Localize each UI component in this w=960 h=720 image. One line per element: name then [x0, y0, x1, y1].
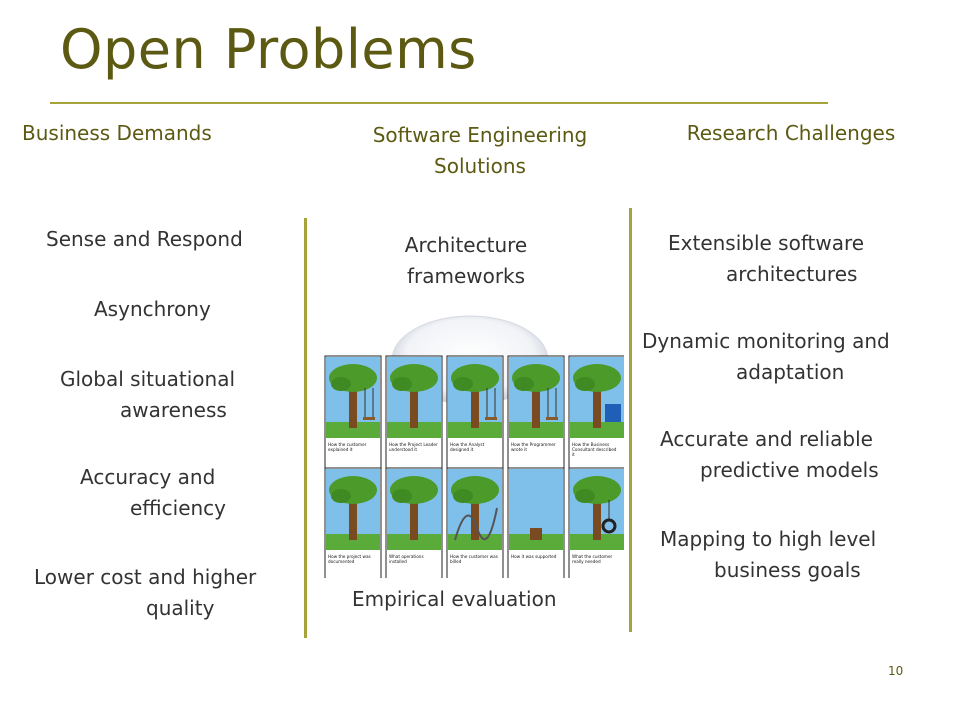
research-challenges-heading: Research Challenges: [668, 118, 914, 149]
research-item-text: Mapping to high level: [660, 527, 877, 551]
slide-title: Open Problems: [60, 18, 477, 81]
software-item-empirical-evaluation: Empirical evaluation: [352, 584, 557, 615]
software-item-architecture-frameworks: Architecture frameworks: [340, 230, 592, 292]
cartoon-caption: How it was supported: [511, 554, 557, 559]
title-underline: [50, 102, 828, 104]
business-item-asynchrony: Asynchrony: [94, 294, 211, 325]
software-engineering-heading-line2: Solutions: [434, 154, 526, 178]
research-item-dynamic-monitoring: Dynamic monitoring and adaptation: [642, 326, 890, 388]
business-item-text: Global situational: [60, 367, 236, 391]
research-item-predictive-models: Accurate and reliable predictive models: [660, 424, 879, 486]
research-item-text-cont: business goals: [714, 558, 861, 582]
research-item-text: Accurate and reliable: [660, 427, 873, 451]
business-item-text: Asynchrony: [94, 297, 211, 321]
software-item-text: Empirical evaluation: [352, 587, 557, 611]
research-challenges-heading-text: Research Challenges: [686, 121, 896, 145]
cartoon-panel: How it was supported: [507, 467, 565, 578]
business-item-lower-cost: Lower cost and higher quality: [34, 562, 256, 624]
research-item-text: Extensible software: [668, 231, 865, 255]
right-column-divider: [629, 208, 632, 632]
research-item-extensible-architectures: Extensible software architectures: [668, 228, 864, 290]
business-item-text-cont: awareness: [120, 398, 227, 422]
business-item-text-cont: efficiency: [130, 496, 227, 520]
page-number: 10: [888, 664, 904, 678]
research-item-text-cont: architectures: [726, 262, 858, 286]
research-item-text-cont: adaptation: [736, 360, 845, 384]
business-item-text: Sense and Respond: [46, 227, 243, 251]
business-item-text: Accuracy and: [80, 465, 216, 489]
research-item-business-goals: Mapping to high level business goals: [660, 524, 876, 586]
business-item-accuracy-efficiency: Accuracy and efficiency: [80, 462, 226, 524]
software-item-text-cont: frameworks: [406, 264, 526, 288]
research-item-text: Dynamic monitoring and: [642, 329, 890, 353]
left-column-divider: [304, 218, 307, 638]
business-demands-heading-text: Business Demands: [22, 121, 212, 145]
software-item-text: Architecture: [404, 233, 528, 257]
research-item-text-cont: predictive models: [700, 458, 879, 482]
business-item-global-awareness: Global situational awareness: [60, 364, 235, 426]
business-item-text: Lower cost and higher: [34, 565, 257, 589]
software-engineering-heading-line1: Software Engineering: [372, 123, 588, 147]
software-engineering-heading: Software Engineering Solutions: [340, 120, 620, 182]
business-item-sense-respond: Sense and Respond: [46, 224, 243, 255]
business-item-text-cont: quality: [146, 596, 215, 620]
business-demands-heading: Business Demands: [22, 118, 244, 149]
